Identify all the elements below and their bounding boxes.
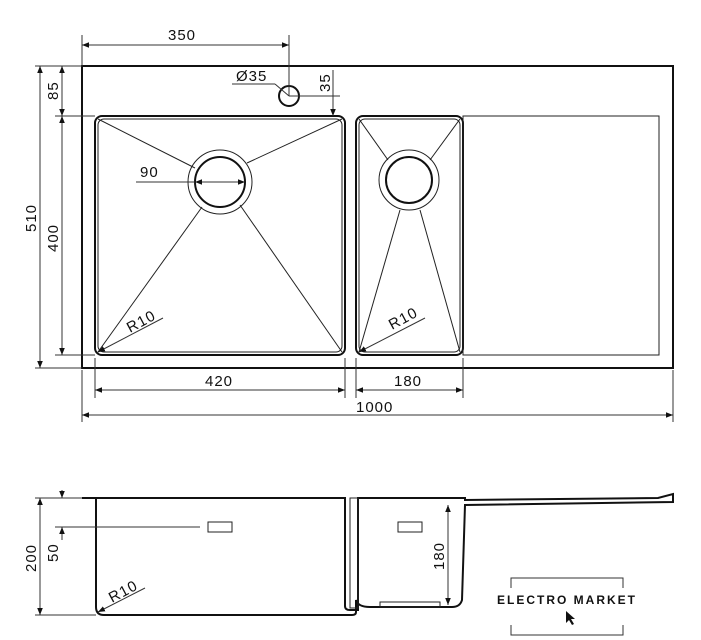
right-drain-icon — [378, 149, 440, 211]
dim-drain-diameter: 90 — [140, 164, 159, 181]
cursor-icon — [566, 611, 575, 625]
dim-tap-edge: 35 — [317, 73, 334, 92]
right-bowl-inner — [358, 118, 461, 353]
dim-tap-offset: 350 — [168, 27, 196, 44]
dim-right-bowl-width: 180 — [394, 373, 422, 390]
right-bowl-slopes — [358, 118, 461, 353]
left-bowl-inner — [97, 118, 343, 353]
dim-side-radius: R10 — [106, 577, 141, 606]
dim-bowl-depth: 400 — [45, 224, 62, 252]
right-overflow-icon — [397, 521, 423, 533]
left-overflow-icon — [207, 521, 233, 533]
dim-total-height: 200 — [23, 544, 40, 572]
dim-back-margin: 85 — [45, 81, 62, 100]
dim-total-depth: 510 — [23, 204, 40, 232]
dim-overflow-offset: 50 — [45, 543, 62, 562]
right-drain-outlet — [379, 601, 441, 608]
dim-left-bowl-width: 420 — [205, 373, 233, 390]
electro-market-logo: ELECTRO MARKET — [497, 577, 637, 636]
logo-title: ELECTRO MARKET — [497, 593, 637, 607]
sink-outline — [81, 65, 674, 369]
drainboard — [462, 115, 660, 356]
dim-tap-diameter: Ø35 — [236, 68, 267, 85]
left-bowl-slopes — [97, 118, 343, 353]
dim-total-width: 1000 — [356, 399, 393, 416]
dim-right-bowl-height: 180 — [431, 542, 448, 570]
side-profile — [82, 492, 674, 616]
left-bowl — [94, 115, 346, 356]
side-view: 200 50 180 R10 — [23, 490, 674, 616]
top-view: 350 Ø35 35 85 510 400 90 R10 R10 420 180 — [23, 27, 674, 422]
dim-left-radius: R10 — [124, 307, 159, 336]
